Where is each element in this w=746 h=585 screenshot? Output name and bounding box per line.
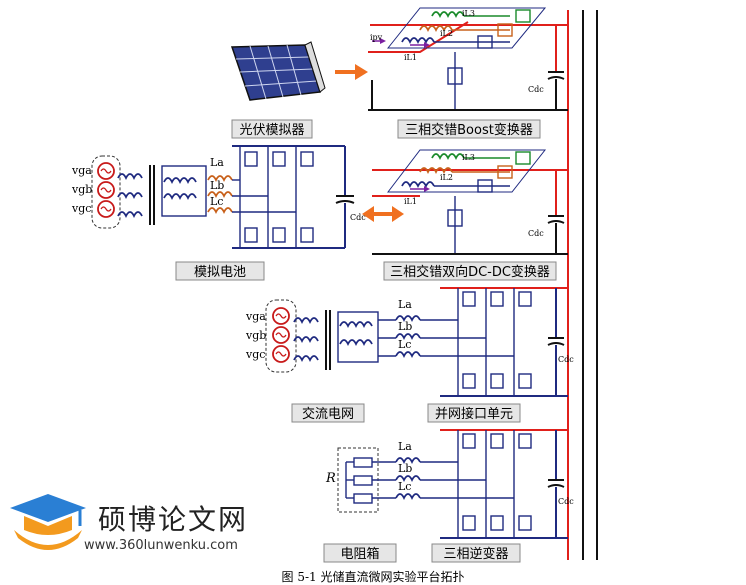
bidirectional-arrow (362, 206, 404, 222)
grid-vgc-label: vgc (245, 348, 265, 361)
boost-iL3-label: iL3 (462, 9, 475, 18)
inv-lc-label: Lc (398, 480, 411, 493)
inv-la-label: La (398, 440, 412, 453)
bat-lb-label: Lb (210, 179, 224, 192)
bat-vgc-label: vgc (71, 202, 91, 215)
inverter-label: 三相逆变器 (443, 546, 508, 562)
figure-caption: 图 5-1 光储直流微网实验平台拓扑 (281, 570, 465, 584)
grid-vga-label: vga (245, 310, 266, 323)
inv-lb-label: Lb (398, 462, 412, 475)
resistor-box-label: 电阻箱 (340, 546, 379, 562)
boost-iL1-label: iL1 (404, 53, 417, 62)
boost-iL2-label: iL2 (440, 29, 453, 38)
bat-cdc-label: Cdc (350, 213, 366, 222)
dcdc-cdc-label: Cdc (528, 229, 544, 238)
graduation-cap-icon (10, 494, 86, 550)
bat-vga-label: vga (71, 164, 92, 177)
grid-vgb-label: vgb (245, 329, 266, 342)
dcdc-converter-label: 三相交错双向DC-DC变换器 (390, 264, 550, 280)
ac-grid-label: 交流电网 (302, 406, 354, 422)
dcdc-iL2-label: iL2 (440, 173, 453, 182)
bat-vgb-label: vgb (71, 183, 92, 196)
grid-cdc-label: Cdc (558, 355, 574, 364)
inv-cdc-label: Cdc (558, 497, 574, 506)
three-phase-inverter (420, 429, 568, 539)
resistor-box (337, 447, 421, 513)
resistor-r-label: R (325, 471, 336, 486)
watermark-logo: 硕博论文网 www.360lunwenku.com (8, 490, 268, 558)
boost-ipv-label: ipv (370, 33, 383, 42)
ac-grid (265, 299, 421, 373)
boost-cdc-label: Cdc (528, 85, 544, 94)
pv-arrow (335, 64, 368, 80)
grid-interface-label: 并网接口单元 (435, 406, 513, 422)
boost-converter-label: 三相交错Boost变换器 (405, 122, 533, 138)
grid-interface-unit (420, 287, 568, 397)
boost-converter (368, 7, 568, 111)
grid-lb-label: Lb (398, 320, 412, 333)
dcdc-converter (372, 149, 568, 255)
dc-bus (567, 10, 598, 560)
battery-simulator (91, 145, 355, 249)
bat-lc-label: Lc (210, 195, 223, 208)
logo-url: www.360lunwenku.com (84, 538, 238, 553)
grid-lc-label: Lc (398, 338, 411, 351)
dcdc-iL1-label: iL1 (404, 197, 417, 206)
battery-simulator-label: 模拟电池 (194, 265, 246, 280)
bat-la-label: La (210, 156, 224, 169)
logo-title: 硕博论文网 (98, 503, 249, 536)
pv-simulator-label: 光伏模拟器 (239, 123, 304, 138)
pv-panel-icon (230, 41, 326, 101)
grid-la-label: La (398, 298, 412, 311)
dcdc-iL3-label: iL3 (462, 153, 475, 162)
